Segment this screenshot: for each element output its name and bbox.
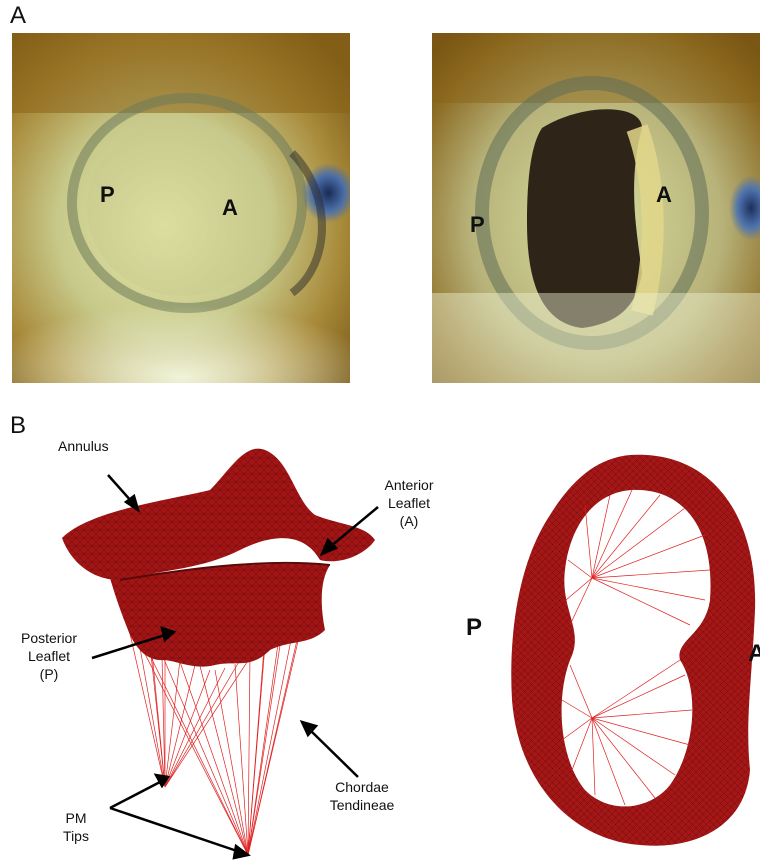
pm-tips-label-line1: PM: [56, 809, 96, 827]
chordae-label-line1: Chordae: [322, 778, 402, 796]
chordae-label-line2: Tendineae: [322, 796, 402, 814]
echo-left-anterior-label: A: [222, 195, 238, 221]
anterior-leaflet-label: Anterior Leaflet (A): [374, 476, 444, 530]
posterior-leaflet-label-line2: Leaflet: [14, 647, 84, 665]
annulus-label: Annulus: [58, 437, 109, 455]
pm-tips-label-line2: Tips: [56, 827, 96, 845]
top-view-posterior-label: P: [466, 614, 482, 642]
anterior-leaflet-label-line3: (A): [374, 512, 444, 530]
panel-a-label: A: [10, 2, 26, 30]
chordae-tendineae-label: Chordae Tendineae: [322, 778, 402, 814]
pm-tips-label: PM Tips: [56, 809, 96, 845]
posterior-leaflet-label-line3: (P): [14, 665, 84, 683]
echo-right-anterior-label: A: [656, 182, 672, 208]
echo-image-open: [432, 33, 760, 383]
posterior-leaflet-label: Posterior Leaflet (P): [14, 629, 84, 683]
anterior-leaflet-label-line2: Leaflet: [374, 494, 444, 512]
top-view-anterior-label: A: [748, 640, 760, 668]
anterior-leaflet-label-line1: Anterior: [374, 476, 444, 494]
echo-left-posterior-label: P: [100, 182, 115, 208]
echo-right-posterior-label: P: [470, 212, 485, 238]
echo-image-closed: [12, 33, 350, 383]
valve-model-top-view: [500, 450, 760, 855]
posterior-leaflet-label-line1: Posterior: [14, 629, 84, 647]
